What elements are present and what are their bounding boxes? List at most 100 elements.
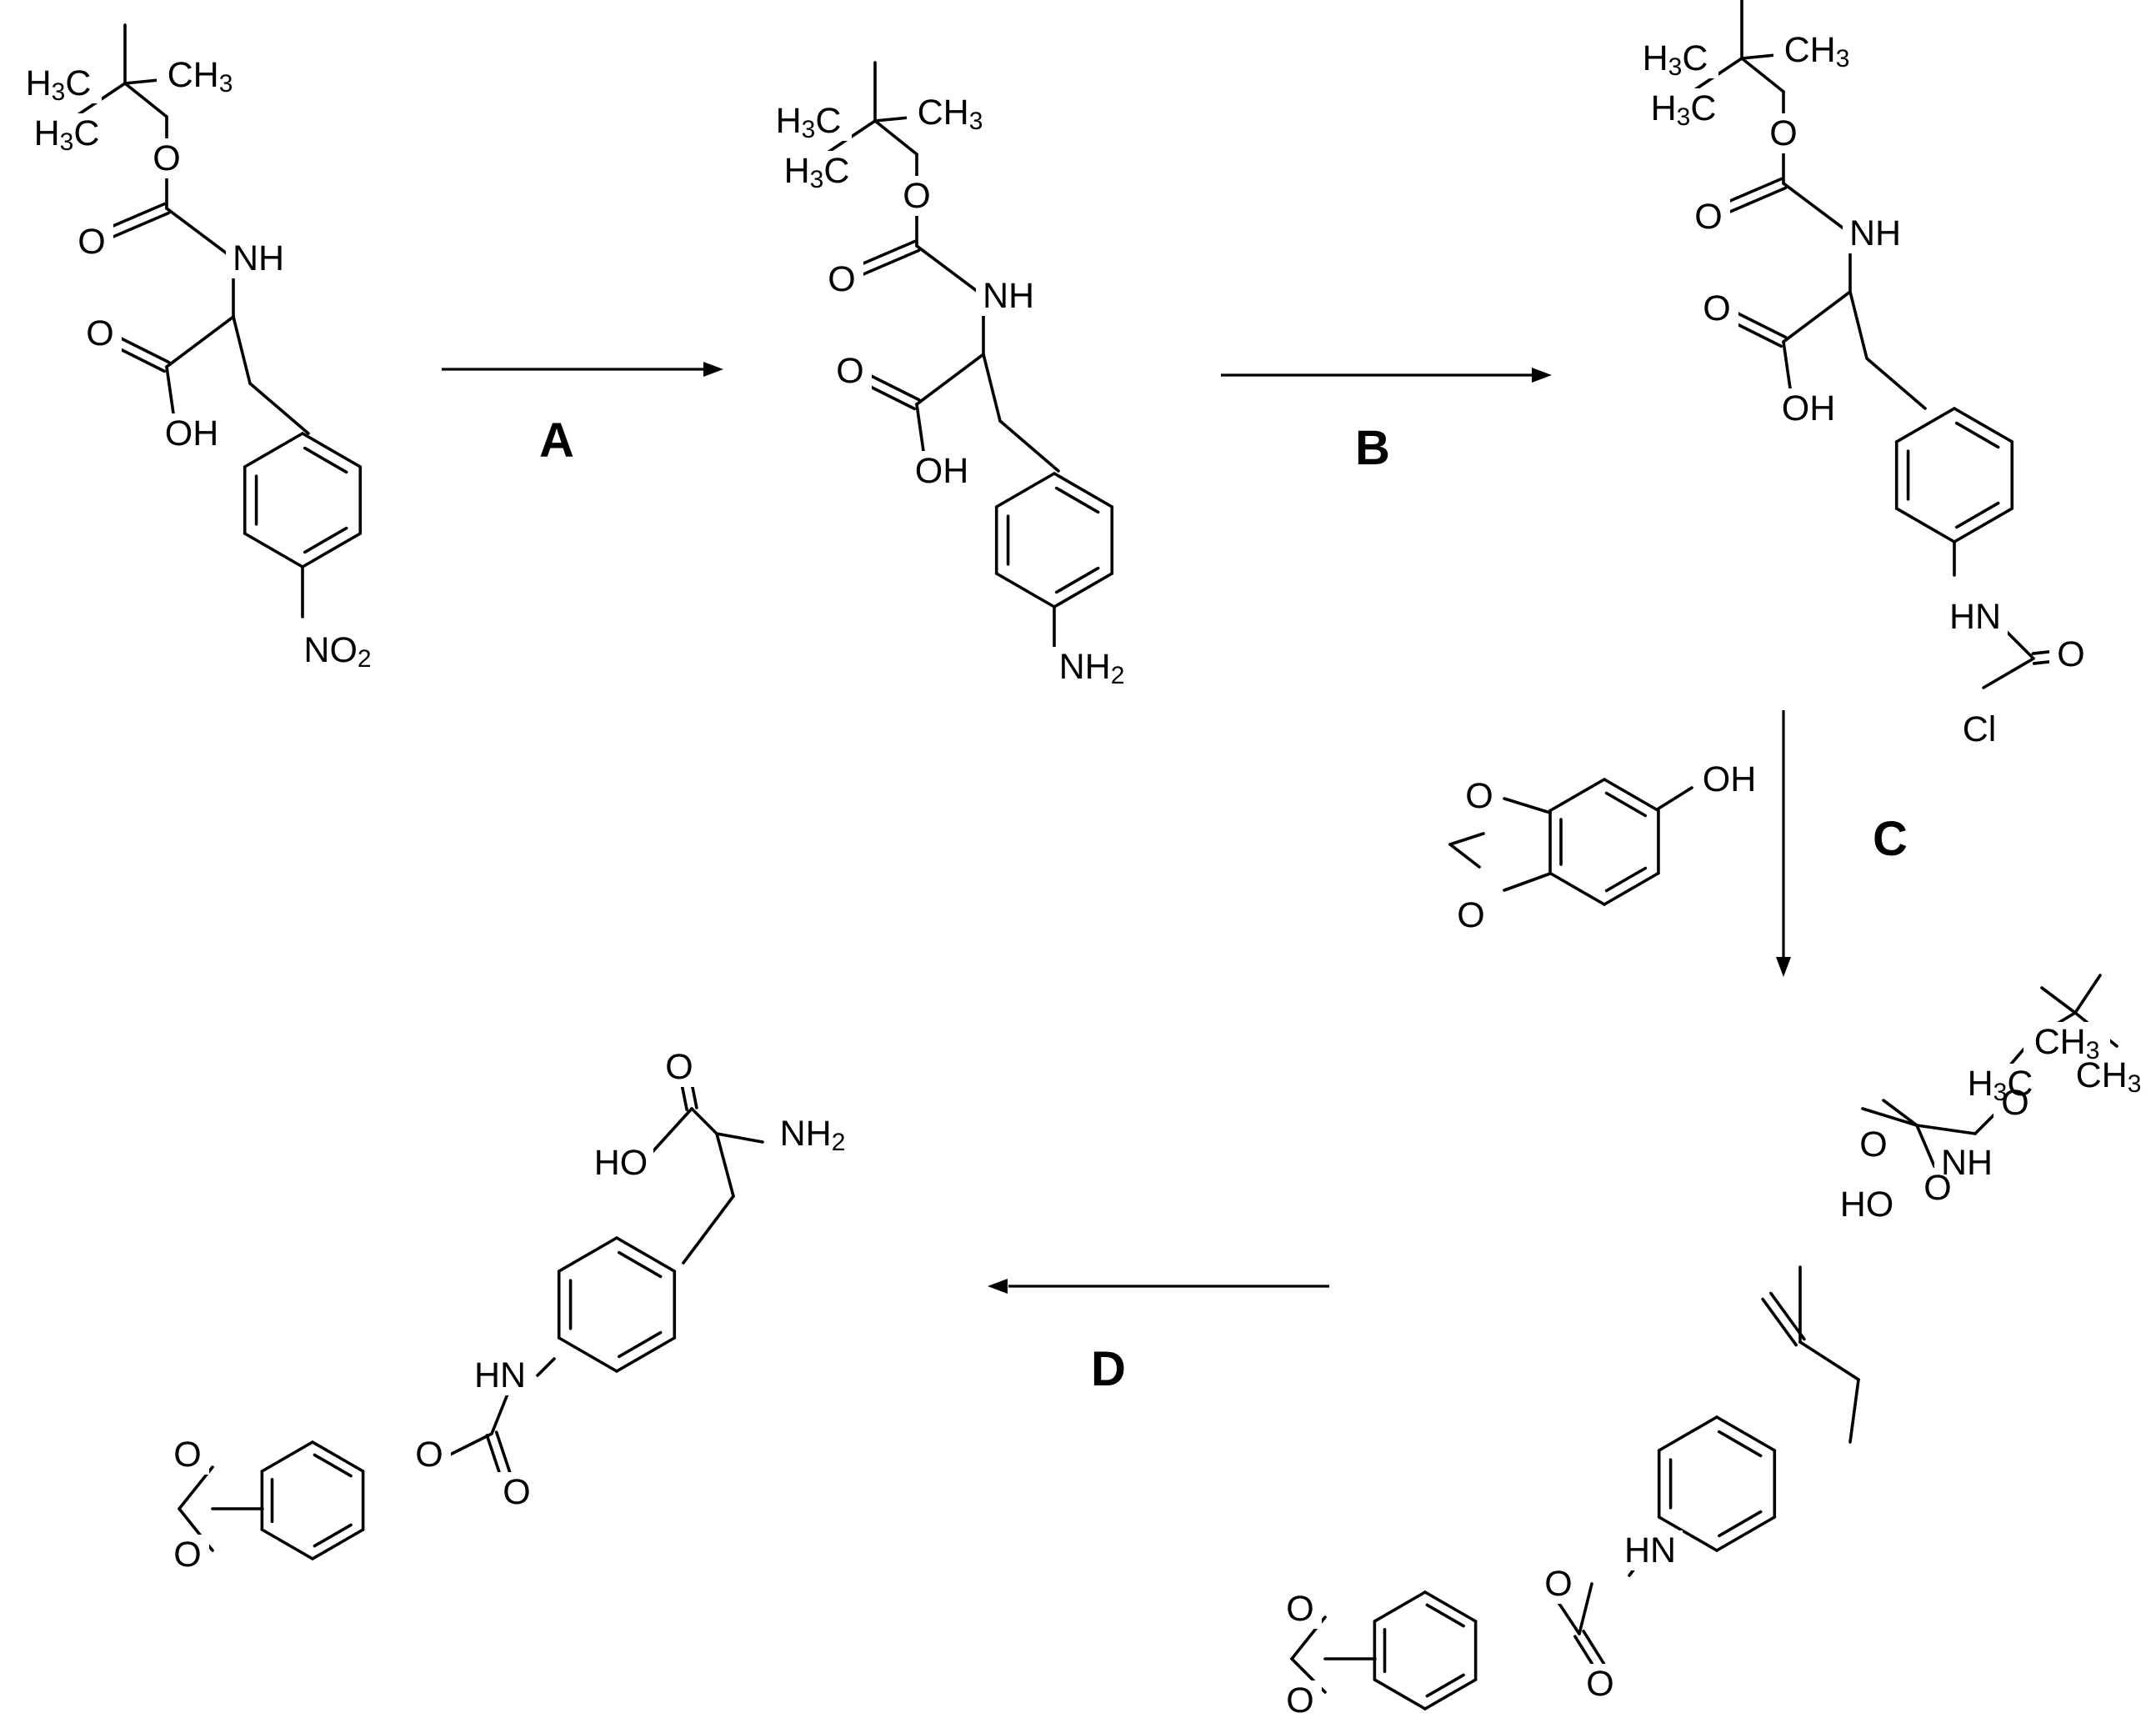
atom-label-h3c: H3C	[1651, 88, 1717, 131]
double-bond	[108, 211, 171, 240]
single-bond	[1448, 843, 1481, 869]
label-mask	[1834, 1185, 1899, 1225]
atom-label-o: O	[1923, 1168, 1951, 1208]
atom-label-h3c: H3C	[1968, 1064, 2033, 1106]
single-bond	[1503, 797, 1552, 814]
phenyl-ring	[557, 1336, 618, 1373]
benzodioxole-ring	[1373, 1590, 1427, 1623]
phenyl-ring	[1715, 1515, 1777, 1552]
single-bond	[1782, 182, 1852, 235]
benzodioxole-ring	[311, 1440, 365, 1473]
single-bond	[1798, 1340, 1860, 1381]
atom-label-o: O	[78, 222, 105, 262]
aromatic-inner-bond	[313, 1453, 353, 1478]
label-mask	[976, 276, 1041, 316]
double-bond	[867, 373, 921, 402]
single-bond	[1861, 1107, 1918, 1127]
single-bond	[165, 207, 235, 260]
atom-label-o: O	[1465, 776, 1493, 816]
label-mask	[765, 101, 852, 141]
single-bond	[1982, 657, 2035, 689]
aromatic-inner-bond	[1054, 566, 1100, 594]
sesamol-ring	[1548, 871, 1606, 906]
double-bond	[1582, 1630, 1606, 1666]
label-mask	[907, 93, 993, 133]
label-mask-layer	[15, 30, 2152, 1720]
atom-label-nh: NH	[1941, 1143, 1993, 1183]
atom-label-nh2: NH2	[1059, 647, 1125, 689]
label-mask	[2065, 1055, 2152, 1095]
label-mask	[15, 63, 102, 103]
label-mask	[909, 451, 974, 491]
atom-label-h3c: H3C	[776, 101, 842, 143]
double-bond	[117, 335, 171, 364]
phenyl-ring	[615, 1336, 677, 1373]
label-mask	[1762, 113, 1805, 153]
label-mask	[820, 259, 863, 299]
benzodioxole-ring	[1423, 1590, 1478, 1623]
label-mask	[1943, 597, 2008, 637]
single-bond	[715, 1132, 735, 1198]
single-bond	[873, 119, 918, 156]
atom-label-o: O	[153, 138, 180, 178]
step-label-a: A	[539, 413, 574, 468]
label-mask	[1687, 197, 1730, 237]
atom-label-o: O	[828, 259, 855, 299]
aromatic-inner-bond	[1425, 1673, 1465, 1698]
label-mask	[1278, 1680, 1322, 1720]
arrow-d	[988, 1279, 1329, 1294]
phenyl-ring	[1894, 407, 1956, 443]
label-mask	[828, 351, 872, 391]
phenyl-ring	[1953, 407, 2014, 443]
atom-label-o: O	[1586, 1664, 1613, 1704]
atom-label-o: O	[1286, 1680, 1313, 1720]
label-mask	[588, 1143, 653, 1183]
label-mask	[70, 222, 113, 262]
atom-label-o: O	[1286, 1589, 1313, 1629]
atom-label-o: O	[415, 1435, 443, 1475]
atom-label-o: O	[503, 1472, 530, 1512]
label-mask	[1449, 895, 1493, 935]
phenyl-ring	[994, 472, 1056, 508]
atom-label-o: O	[1544, 1564, 1572, 1604]
single-bond	[1865, 357, 1927, 410]
benzodioxole-ring	[260, 1440, 314, 1473]
atom-label-o: O	[2057, 634, 2084, 674]
double-bond	[1769, 1291, 1806, 1341]
aromatic-inner-bond	[1604, 791, 1648, 818]
single-bond	[1657, 786, 1693, 810]
label-mask	[773, 151, 860, 191]
single-bond	[915, 244, 985, 298]
single-bond	[2073, 974, 2102, 1014]
label-mask	[145, 138, 188, 178]
atom-label-oh: OH	[1703, 759, 1757, 799]
atom-label-o: O	[173, 1535, 201, 1575]
label-mask	[1695, 288, 1738, 328]
aromatic-inner-bond	[617, 1330, 663, 1359]
atom-label-ho: HO	[594, 1143, 648, 1183]
double-bond	[104, 202, 167, 231]
atom-label-hn: HN	[474, 1355, 526, 1395]
phenyl-ring	[557, 1236, 618, 1273]
double-bond	[1761, 1297, 1798, 1347]
label-mask	[1048, 647, 1135, 687]
atom-label-hn: HN	[1624, 1530, 1676, 1570]
label-mask	[1458, 776, 1501, 816]
phenyl-ring	[1953, 507, 2014, 543]
label-mask	[1697, 759, 1762, 799]
atom-label-no2: NO2	[303, 630, 371, 673]
phenyl-ring	[243, 432, 304, 468]
atom-label-ch3: CH3	[1784, 30, 1850, 73]
aromatic-inner-bond	[1425, 1603, 1465, 1628]
phenyl-ring	[1657, 1415, 1718, 1452]
double-bond	[858, 248, 921, 278]
label-mask	[495, 1472, 538, 1512]
label-mask	[166, 1535, 209, 1575]
sesamol-ring	[1548, 778, 1606, 813]
aromatic-inner-bond	[1054, 486, 1100, 514]
label-mask	[1578, 1664, 1622, 1704]
single-bond	[1503, 872, 1552, 892]
label-mask	[157, 55, 243, 95]
label-mask	[769, 1114, 856, 1154]
